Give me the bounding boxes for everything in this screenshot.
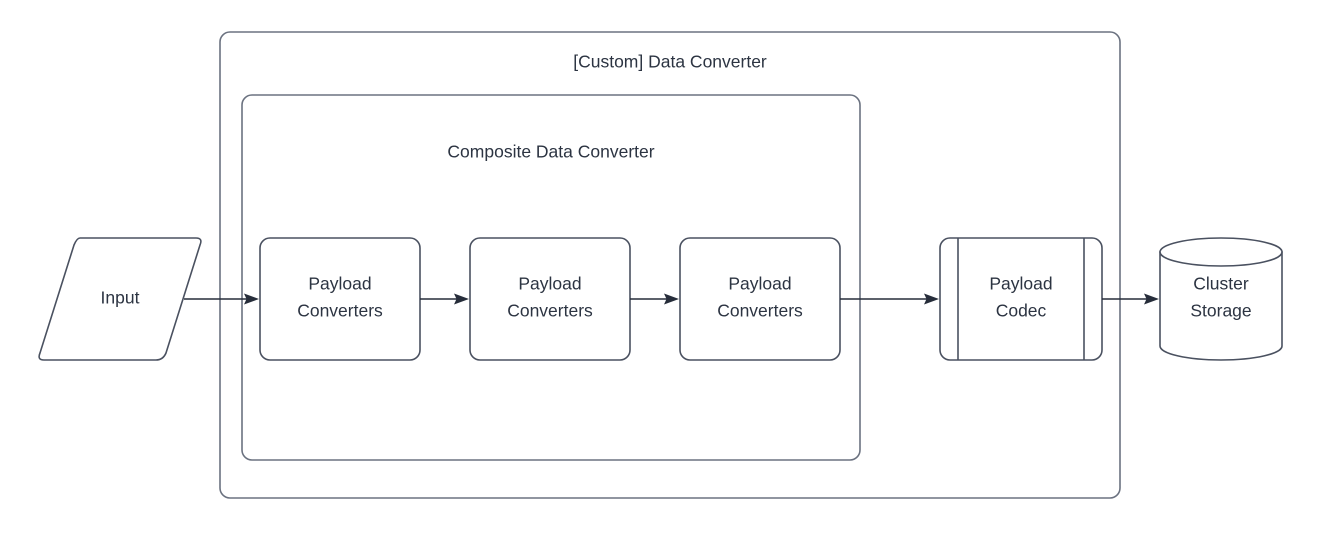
- container-custom-data-converter[interactable]: [Custom] Data Converter: [219, 31, 1121, 499]
- composite-data-converter-border: [241, 94, 861, 461]
- edge-input-to-payload-converters-1: [184, 293, 259, 305]
- edge-pc1-to-pc2: [420, 293, 469, 305]
- payload-converters-2-label-line2: Converters: [507, 301, 593, 321]
- payload-converters-1-label-line2: Converters: [297, 301, 383, 321]
- edge-input-arrowhead-icon: [244, 293, 259, 305]
- payload-converters-1-shape: [259, 237, 421, 361]
- cluster-storage-label-line1: Cluster: [1193, 274, 1249, 294]
- node-cluster-storage[interactable]: Cluster Storage: [1159, 237, 1283, 361]
- node-payload-converters-3[interactable]: Payload Converters: [679, 237, 841, 361]
- edge-codec-arrowhead-icon: [1144, 293, 1159, 305]
- payload-converters-3-label-line2: Converters: [717, 301, 803, 321]
- cluster-storage-label-line2: Storage: [1190, 301, 1251, 321]
- input-label: Input: [101, 288, 140, 308]
- custom-data-converter-border: [219, 31, 1121, 499]
- edge-pc3-to-payload-codec: [840, 293, 939, 305]
- payload-codec-label-line1: Payload: [989, 274, 1052, 294]
- composite-data-converter-label: Composite Data Converter: [447, 142, 654, 162]
- cluster-storage-top-ellipse: [1159, 237, 1283, 267]
- edge-pc2-to-pc3: [630, 293, 679, 305]
- edge-pc2-arrowhead-icon: [664, 293, 679, 305]
- cluster-storage-body: [1159, 251, 1283, 361]
- payload-codec-shape: [939, 237, 1103, 361]
- node-payload-codec[interactable]: Payload Codec: [939, 237, 1103, 361]
- payload-converters-3-label-line1: Payload: [728, 274, 791, 294]
- payload-codec-label-line2: Codec: [996, 301, 1047, 321]
- container-composite-data-converter[interactable]: Composite Data Converter: [241, 94, 861, 461]
- payload-converters-1-label-line1: Payload: [308, 274, 371, 294]
- edge-pc3-arrowhead-icon: [924, 293, 939, 305]
- node-payload-converters-2[interactable]: Payload Converters: [469, 237, 631, 361]
- node-payload-converters-1[interactable]: Payload Converters: [259, 237, 421, 361]
- edge-pc1-arrowhead-icon: [454, 293, 469, 305]
- payload-converters-3-shape: [679, 237, 841, 361]
- custom-data-converter-label: [Custom] Data Converter: [573, 52, 767, 72]
- payload-converters-2-shape: [469, 237, 631, 361]
- edge-payload-codec-to-cluster-storage: [1102, 293, 1159, 305]
- payload-converters-2-label-line1: Payload: [518, 274, 581, 294]
- input-shape: [38, 237, 202, 361]
- node-input[interactable]: Input: [38, 237, 202, 361]
